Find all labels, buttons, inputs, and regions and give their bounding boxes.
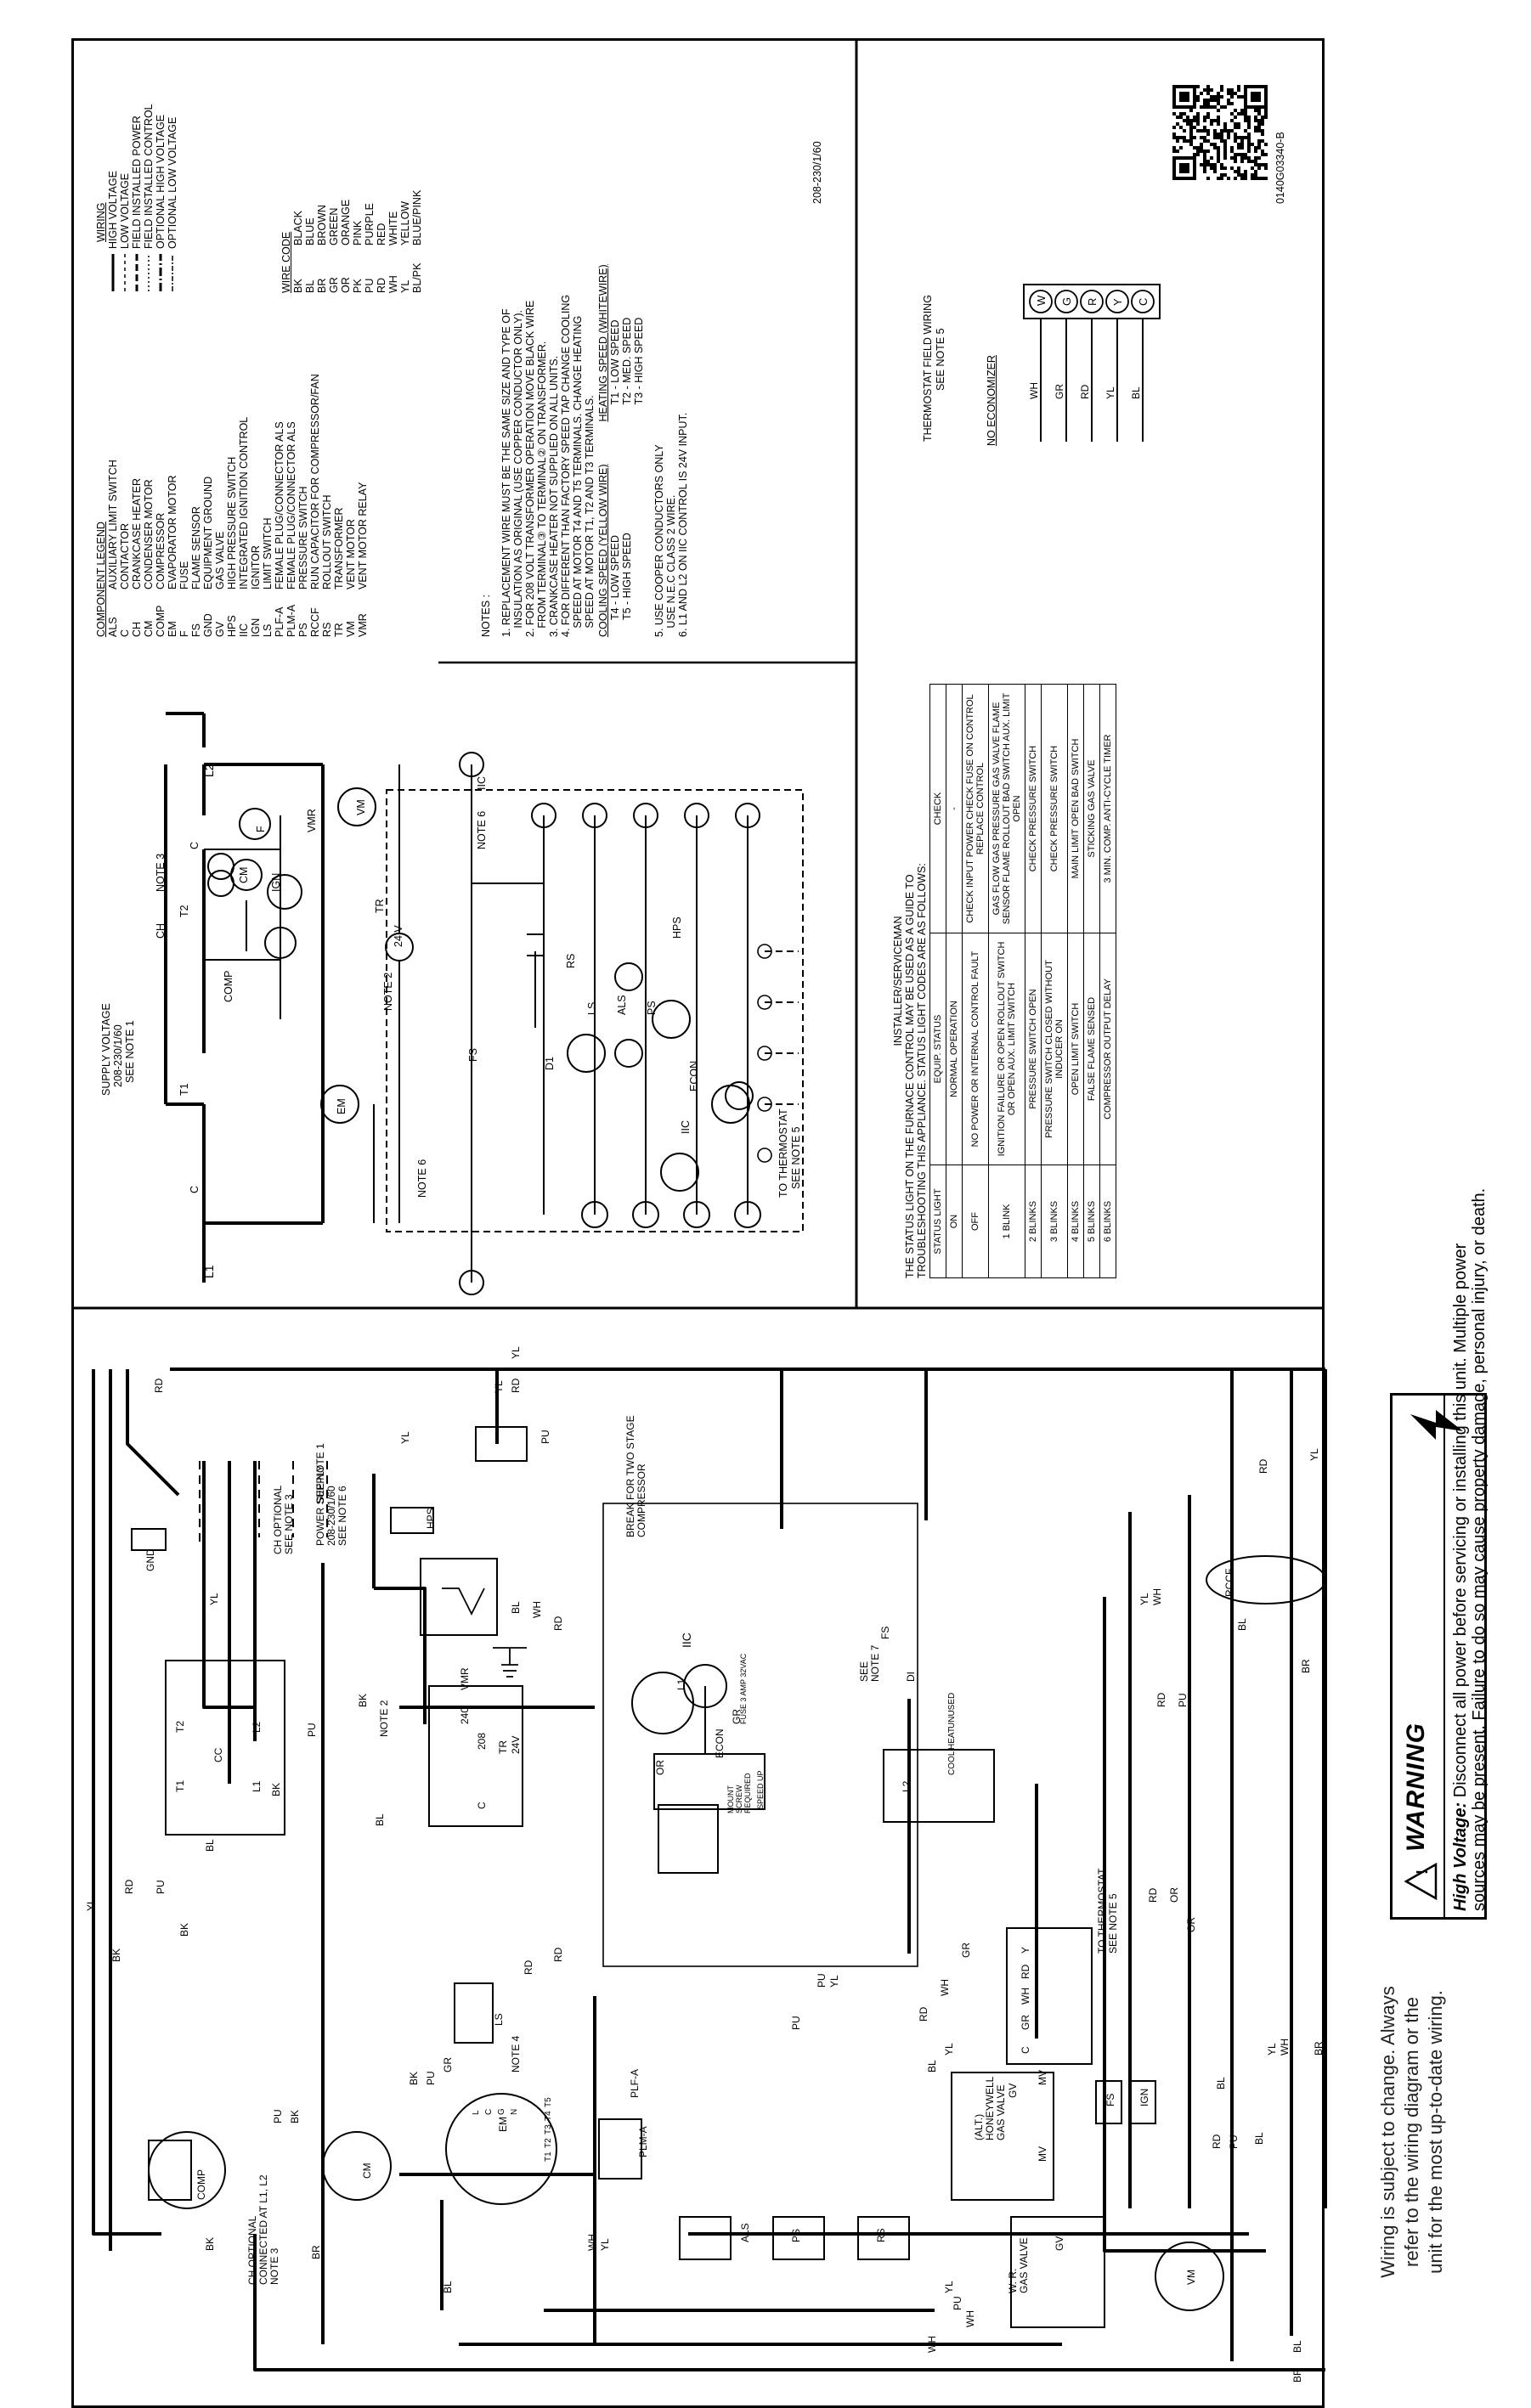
wiring-key-line — [159, 254, 162, 291]
wiring-key-item: OPTIONAL HIGH VOLTAGE — [155, 38, 167, 293]
warning-word: WARNING — [1402, 1723, 1430, 1852]
thermostat-terminal — [1029, 290, 1053, 313]
thermostat-field-wire-label: BL — [1130, 386, 1142, 399]
wiring-key-item: HIGH VOLTAGE — [107, 38, 119, 293]
thermostat-terminal — [1080, 290, 1104, 313]
high-voltage-line1: High Voltage: Disconnect all power befor… — [1451, 1243, 1470, 1911]
wiring-key-item: FIELD INSTALLED POWER — [131, 38, 143, 293]
hv-label: High Voltage: — [1451, 1802, 1470, 1911]
svg-text:!: ! — [1414, 1869, 1431, 1875]
thermostat-field-wire-label: RD — [1079, 384, 1091, 399]
thermostat-terminal-label: Y — [1111, 298, 1124, 306]
warning-triangle-icon — [1404, 1862, 1438, 1901]
wiring-key-line — [148, 254, 150, 291]
thermostat-terminal-label: G — [1060, 297, 1073, 306]
hv-text1: Disconnect all power before servicing or… — [1451, 1243, 1470, 1802]
thermostat-terminal-label: R — [1086, 298, 1099, 306]
thermostat-terminal — [1054, 290, 1078, 313]
thermostat-terminal — [1131, 290, 1155, 313]
high-voltage-warning — [1390, 1393, 1487, 1920]
wiring-key-item: FIELD INSTALLED CONTROL — [143, 38, 155, 293]
wiring-key-line — [135, 254, 138, 291]
thermostat-terminal-label: W — [1035, 295, 1048, 306]
thermostat-terminal-label: C — [1137, 298, 1150, 306]
thermostat-field-wire-label: WH — [1028, 382, 1040, 399]
thermostat-terminal — [1105, 290, 1129, 313]
lightning-bolt-icon — [1410, 1410, 1463, 1440]
qr-code — [1172, 85, 1268, 180]
wiring-key-line — [172, 254, 173, 291]
high-voltage-line2: sources may be present. Failure to do so… — [1470, 1187, 1489, 1911]
wiring-key-line — [111, 254, 115, 291]
thermostat-field-wire-label: YL — [1104, 386, 1116, 399]
wiring-key-item: OPTIONAL LOW VOLTAGE — [167, 38, 178, 293]
thermostat-field-wire-label: GR — [1054, 384, 1065, 399]
